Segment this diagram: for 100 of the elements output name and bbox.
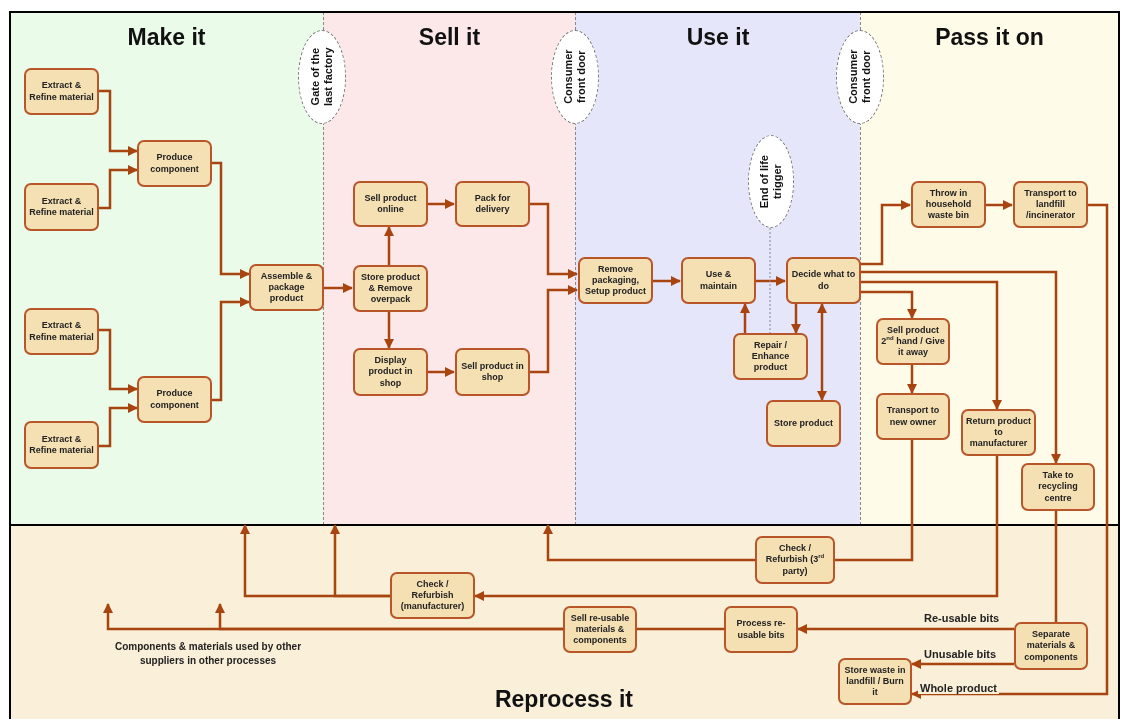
swimlane-band xyxy=(10,525,1118,719)
arrow xyxy=(330,524,390,598)
process-label: Store waste in landfill / Burn it xyxy=(843,664,907,699)
process-box xyxy=(786,257,861,304)
arrow xyxy=(427,367,455,377)
dotted-line xyxy=(769,227,771,334)
note-text: Components & materials used by other suppliers in other processes xyxy=(113,640,303,667)
process-label: Extract & Refine material xyxy=(29,320,94,343)
arrow xyxy=(474,456,999,601)
arrow xyxy=(427,199,455,209)
process-label: Extract & Refine material xyxy=(29,195,94,219)
process-label: Store product & Remove overpack xyxy=(360,271,421,306)
process-label: Sell product online xyxy=(363,192,418,216)
process-box xyxy=(563,606,637,653)
process-box xyxy=(390,572,475,619)
process-label: Throw in household waste bin xyxy=(924,187,973,222)
process-label: Decide what to do xyxy=(791,269,856,292)
process-box xyxy=(353,348,428,396)
process-label: Store product xyxy=(774,417,833,430)
process-box xyxy=(353,181,428,227)
arrow xyxy=(99,403,138,448)
process-label: Extract & Refine material xyxy=(29,80,94,103)
lane-title: Make it xyxy=(127,24,206,51)
edge-label: Unusable bits xyxy=(922,648,999,660)
process-box xyxy=(24,421,99,469)
process-box xyxy=(876,318,950,365)
process-box xyxy=(724,606,798,653)
arrow xyxy=(911,203,1109,699)
swimlane-band xyxy=(575,12,860,525)
arrow xyxy=(755,276,786,286)
process-label: Check / Refurbish (manufacturer) xyxy=(399,578,466,613)
process-box xyxy=(766,400,841,447)
arrow xyxy=(860,270,1061,464)
process-box xyxy=(137,376,212,423)
arrow xyxy=(212,161,250,279)
process-label: Sell product in shop xyxy=(460,360,525,384)
process-label: Use & maintain xyxy=(699,269,738,292)
process-label: Pack for delivery xyxy=(473,192,512,216)
milestone-label: End of life trigger xyxy=(758,153,784,211)
process-label: Take to recycling centre xyxy=(1037,470,1079,504)
process-box xyxy=(1013,181,1088,228)
swimlane-band xyxy=(10,12,323,525)
process-label: Assemble & package product xyxy=(259,270,314,305)
process-box xyxy=(838,658,912,705)
lane-title: Reprocess it xyxy=(494,686,634,713)
process-box xyxy=(353,265,428,312)
edge-label: Whole product xyxy=(918,682,999,694)
milestone-label: Consumer front door xyxy=(562,48,588,107)
process-label: Produce component xyxy=(149,388,200,411)
arrow xyxy=(212,297,250,402)
arrow xyxy=(652,276,681,286)
process-box xyxy=(1014,622,1088,670)
process-label: Repair / Enhance product xyxy=(750,339,791,374)
process-box xyxy=(911,181,986,228)
arrow xyxy=(99,328,138,394)
process-box xyxy=(578,257,653,304)
arrow xyxy=(99,89,138,156)
process-box xyxy=(755,536,835,584)
edge-label: Re-usable bits xyxy=(922,612,1002,624)
arrow xyxy=(907,365,917,394)
process-label: Check / Refurbish (3$^{rd}$ party) xyxy=(764,543,826,577)
arrow xyxy=(817,303,827,401)
process-box xyxy=(455,348,530,396)
process-box xyxy=(249,264,324,311)
arrow xyxy=(791,304,801,334)
process-label: Return product to manufacturer xyxy=(966,415,1031,450)
arrow xyxy=(529,202,578,279)
process-box xyxy=(24,308,99,355)
process-box xyxy=(681,257,756,304)
arrow xyxy=(324,283,353,293)
process-label: Sell product 2$^{nd}$ hand / Give it away xyxy=(881,324,945,359)
process-box xyxy=(1021,463,1095,511)
arrow xyxy=(860,200,911,266)
process-label: Sell re-usable materials & components xyxy=(569,612,631,647)
process-label: Process re-usable bits xyxy=(735,618,787,641)
arrow xyxy=(860,290,917,319)
milestone-label: Gate of the last factory xyxy=(309,46,335,109)
process-box xyxy=(24,68,99,115)
arrow xyxy=(99,165,138,210)
process-box xyxy=(455,181,530,227)
process-label: Display product in shop xyxy=(367,355,414,389)
arrow xyxy=(740,303,750,333)
arrow xyxy=(215,603,563,631)
lane-title: Pass it on xyxy=(935,24,1044,51)
process-label: Transport to landfill /incinerator xyxy=(1023,187,1078,222)
process-box xyxy=(24,183,99,231)
arrow xyxy=(384,226,394,265)
milestone-label: Consumer front door xyxy=(847,48,873,107)
arrow xyxy=(529,285,578,374)
process-box xyxy=(961,409,1036,456)
swimlane-band xyxy=(860,12,1118,525)
arrow xyxy=(797,624,1014,634)
process-box xyxy=(733,333,808,380)
process-label: Produce component xyxy=(149,152,200,175)
process-box xyxy=(876,393,950,440)
arrow xyxy=(911,659,1014,669)
process-label: Transport to new owner xyxy=(885,405,941,428)
process-label: Remove packaging, Setup product xyxy=(584,263,647,298)
arrow xyxy=(543,524,755,562)
arrow xyxy=(384,312,394,349)
